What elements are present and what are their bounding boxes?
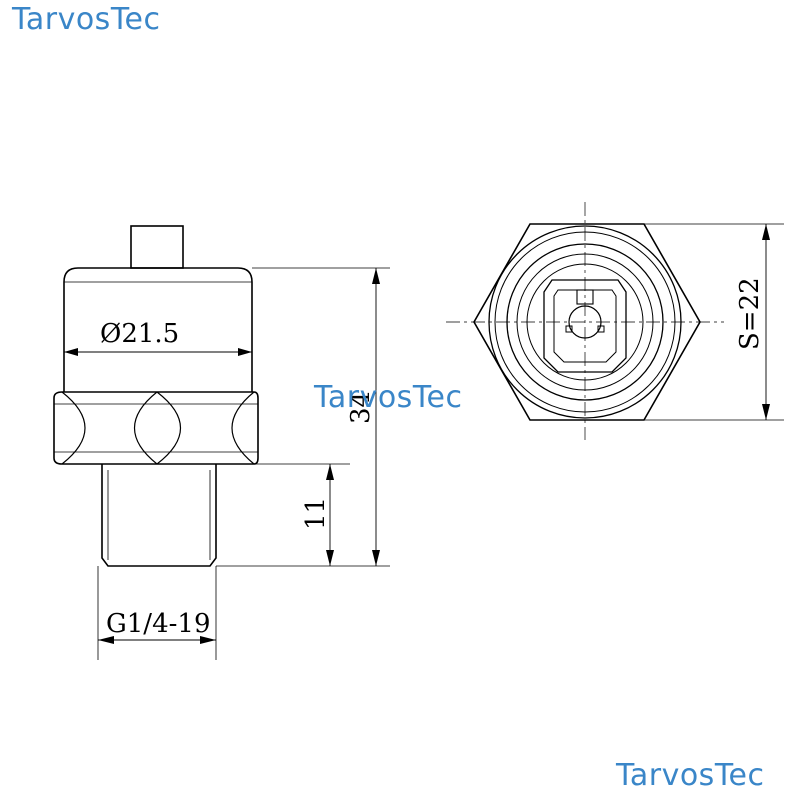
sensor-body	[63, 267, 253, 392]
watermark-bottom-right: TarvosTec	[616, 758, 765, 793]
connector-pin	[130, 225, 184, 269]
watermark-top-left: TarvosTec	[12, 2, 161, 37]
watermark-center: TarvosTec	[314, 380, 463, 415]
dim-total-length: 34	[346, 391, 376, 424]
side-view: Ø21.5 34 11 G1/4-19	[53, 225, 390, 660]
dim-thread-spec: G1/4-19	[106, 609, 210, 639]
top-view: S=22	[446, 202, 784, 440]
connector-socket	[543, 279, 627, 373]
dim-body-diameter: Ø21.5	[100, 319, 179, 349]
dim-thread-length: 11	[301, 497, 331, 530]
dim-hex-size: S=22	[735, 277, 765, 350]
thread-stem	[101, 464, 217, 567]
